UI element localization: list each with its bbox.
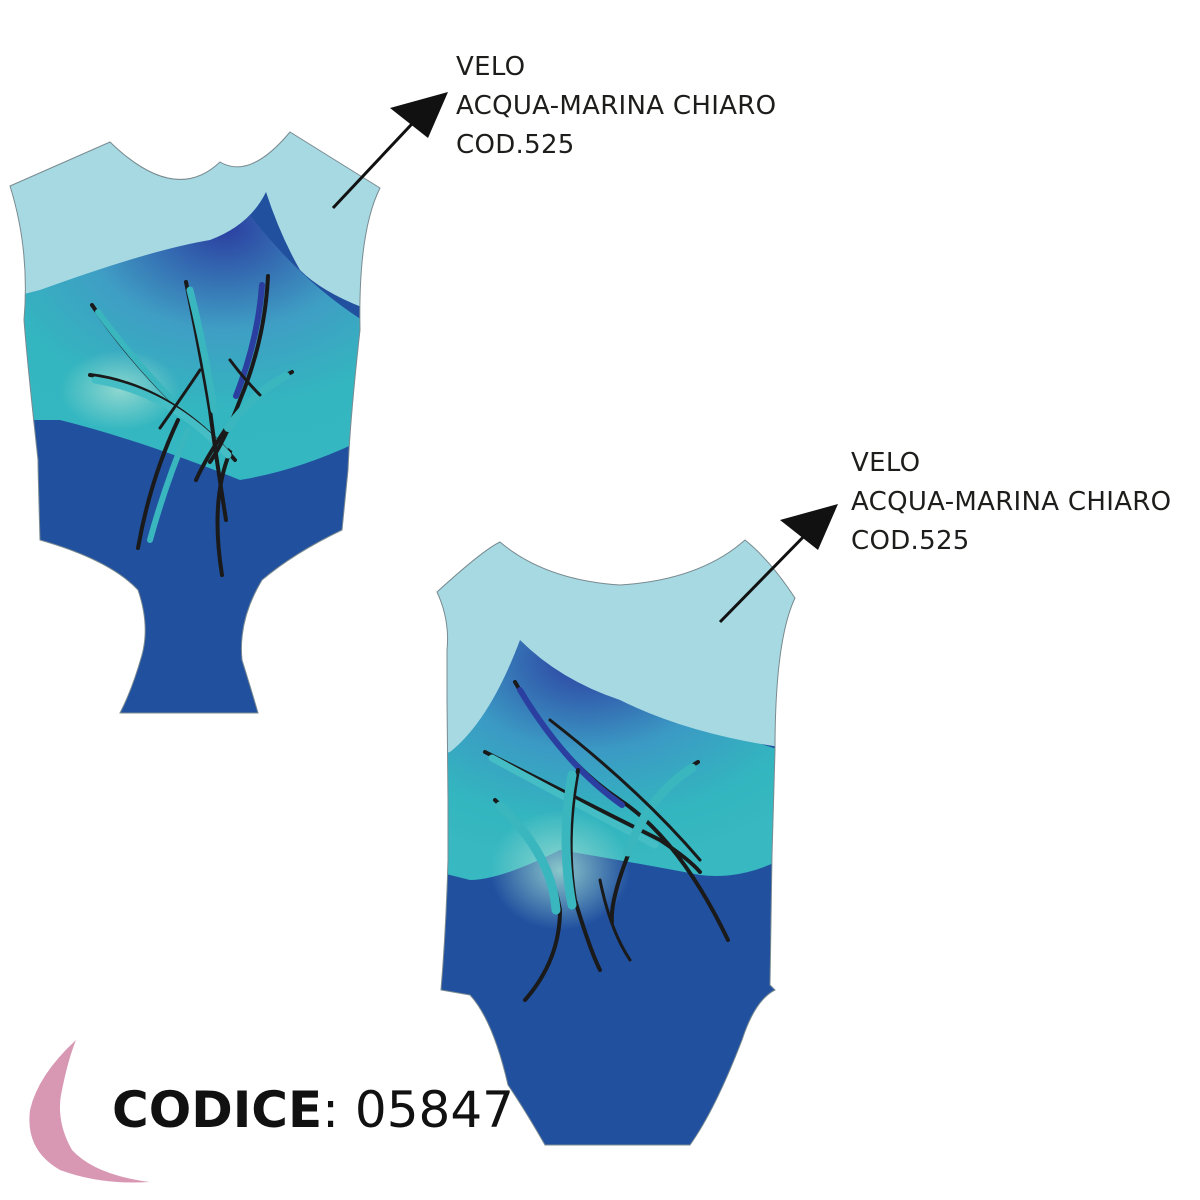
fabric-color: ACQUA-MARINA CHIARO: [456, 91, 777, 121]
product-code-value: 05847: [354, 1081, 514, 1139]
back-leotard: [436, 539, 796, 1146]
front-fabric-label: VELO ACQUA-MARINA CHIARO COD.525: [456, 48, 776, 165]
back-fabric-label: VELO ACQUA-MARINA CHIARO COD.525: [851, 444, 1171, 561]
brand-logo-icon: [29, 1040, 150, 1183]
front-leotard: [9, 131, 381, 714]
product-code-keyword: CODICE: [112, 1081, 323, 1139]
arrow-icon: [331, 92, 448, 210]
fabric-color: ACQUA-MARINA CHIARO: [851, 487, 1172, 517]
product-code: CODICE: 05847: [112, 1080, 514, 1140]
product-code-separator: :: [322, 1081, 355, 1139]
fabric-code: COD.525: [851, 526, 970, 556]
fabric-type: VELO: [851, 448, 921, 478]
arrow-icon: [718, 504, 838, 624]
fabric-type: VELO: [456, 52, 526, 82]
fabric-code: COD.525: [456, 130, 575, 160]
